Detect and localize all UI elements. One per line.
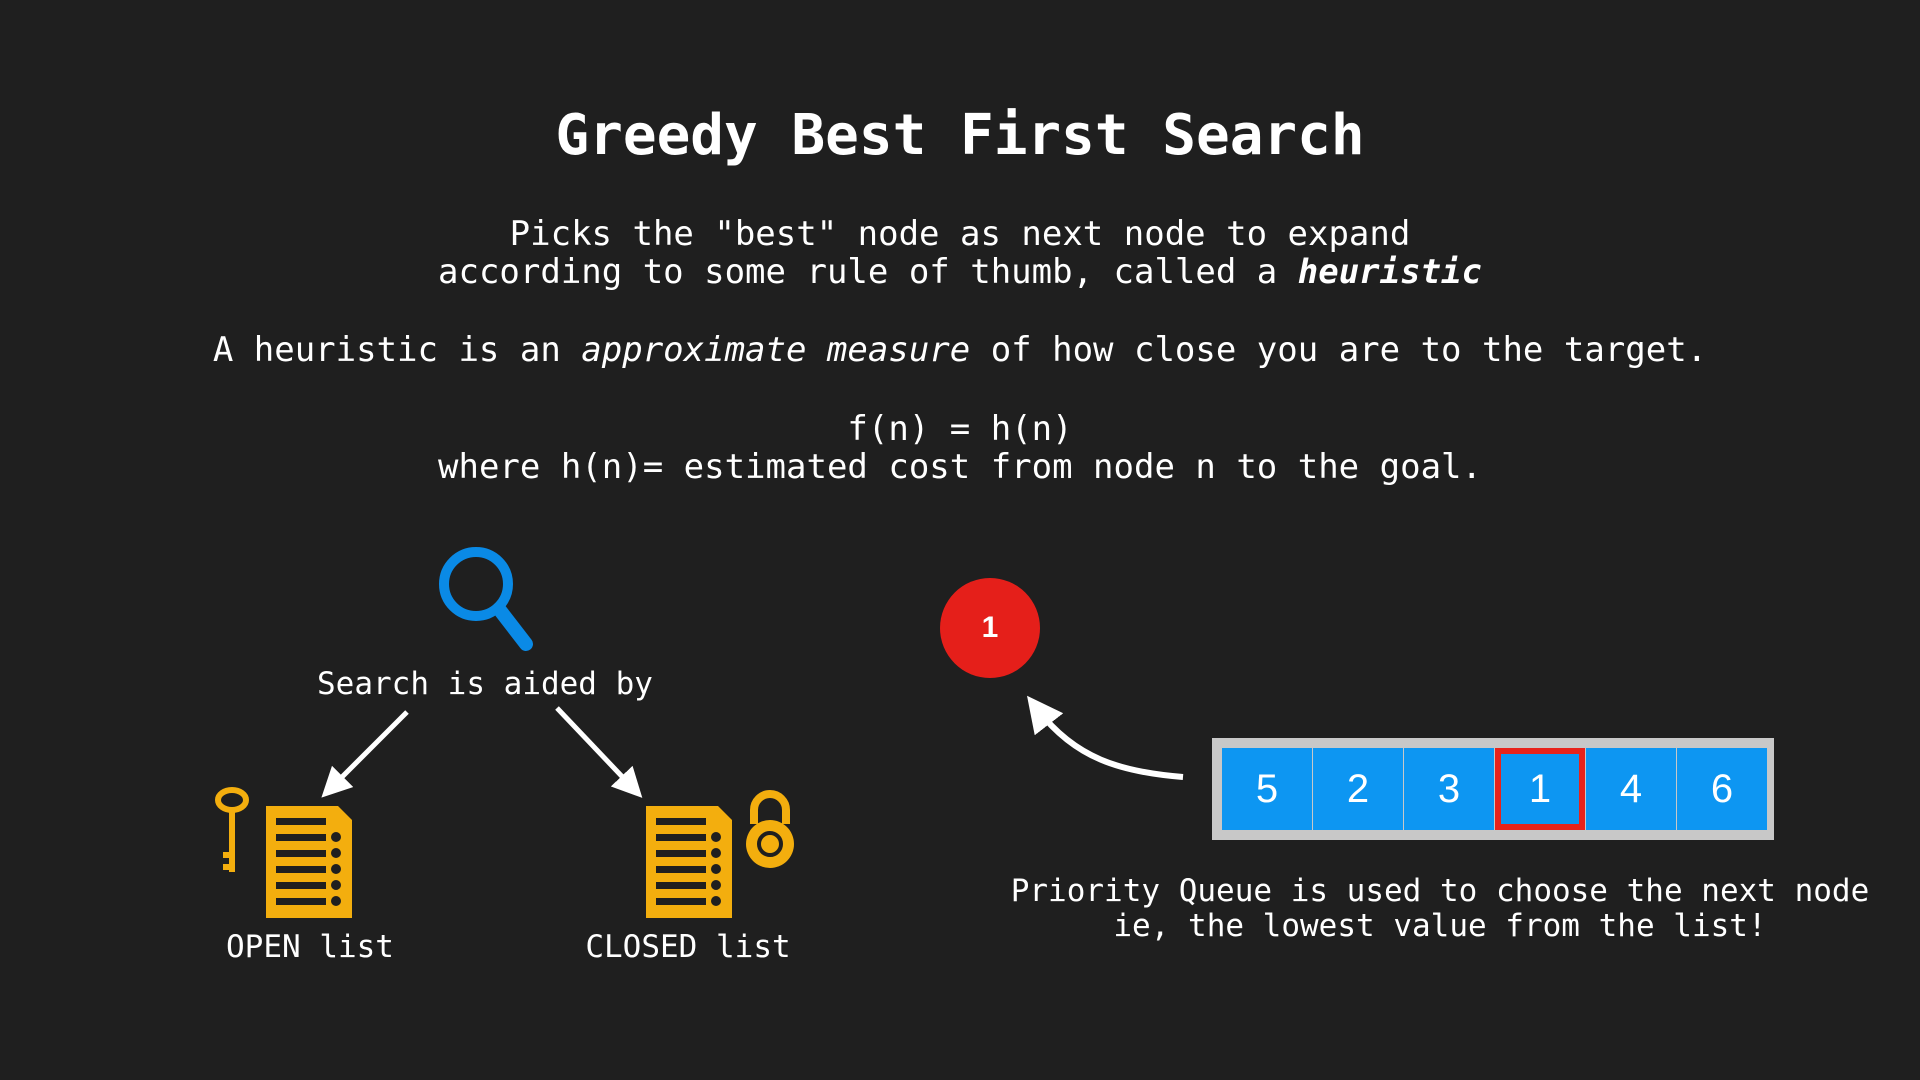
queue-cell: 3 (1404, 748, 1494, 830)
slide-title: Greedy Best First Search (555, 103, 1365, 168)
queue-cell: 2 (1313, 748, 1403, 830)
queue-cell: 6 (1677, 748, 1767, 830)
padlock-icon (746, 790, 794, 868)
approximate-measure-term: approximate measure (581, 330, 971, 370)
heuristic-definition-suffix: of how close you are to the target. (970, 330, 1708, 370)
open-checklist-icon (266, 806, 352, 918)
formula-equation: f(n) = h(n) (847, 409, 1073, 449)
description-line-2: according to some rule of thumb, called … (0, 253, 1920, 292)
queue-cell: 4 (1586, 748, 1676, 830)
search-aided-label: Search is aided by (317, 666, 653, 702)
selected-node-circle: 1 (940, 578, 1040, 678)
queue-cell-selected: 1 (1495, 748, 1585, 830)
description-line-1: Picks the "best" node as next node to ex… (509, 214, 1411, 254)
key-icon (215, 787, 249, 872)
priority-queue-caption-line-2: ie, the lowest value from the list! (1113, 908, 1767, 944)
heuristic-definition-prefix: A heuristic is an (212, 330, 582, 370)
priority-queue-caption-line-1: Priority Queue is used to choose the nex… (1010, 873, 1870, 909)
heuristic-definition: A heuristic is an approximate measure of… (0, 331, 1920, 370)
heuristic-term: heuristic (1297, 252, 1482, 292)
open-list-label: OPEN list (226, 929, 394, 965)
magnifier-icon (439, 547, 533, 651)
closed-list-label: CLOSED list (585, 929, 791, 965)
queue-cell: 5 (1222, 748, 1312, 830)
closed-checklist-icon (646, 806, 732, 918)
formula-explanation: where h(n)= estimated cost from node n t… (438, 447, 1482, 487)
description-line-2-text: according to some rule of thumb, called … (438, 252, 1298, 292)
